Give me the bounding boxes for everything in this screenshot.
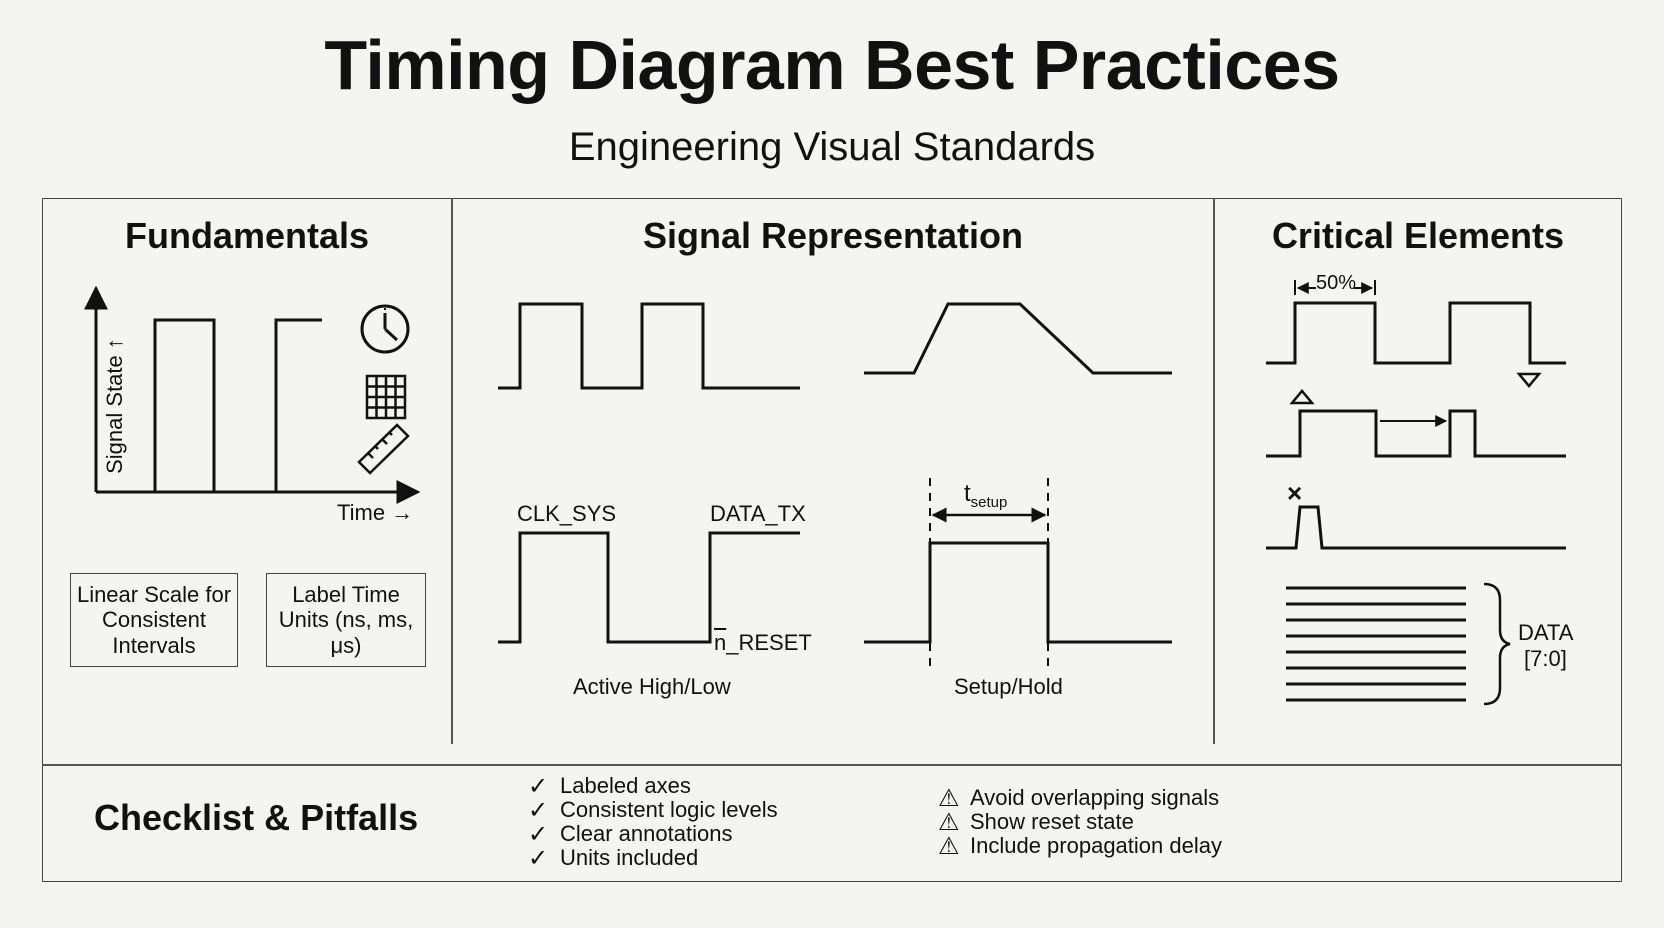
- data-tx-label: DATA_TX: [710, 501, 806, 526]
- check-item-text: Consistent logic levels: [560, 797, 778, 822]
- clock-icon: [360, 304, 410, 354]
- page-title: Timing Diagram Best Practices: [324, 26, 1340, 104]
- fundamentals-waveform: [96, 318, 322, 494]
- ruler-icon: [357, 423, 410, 475]
- x-axis-label: Time →: [337, 500, 414, 525]
- check-icon: ✓: [528, 796, 549, 824]
- check-item: ✓ Clear annotations: [528, 820, 778, 848]
- setup-waveform: [864, 541, 1172, 644]
- tsetup-subscript: setup: [970, 493, 1008, 511]
- duty-cycle-waveform: [1266, 301, 1566, 365]
- column-divider-right: [1213, 198, 1215, 744]
- duty-cycle-markers: [1294, 280, 1376, 295]
- warning-item-text: Show reset state: [970, 809, 1134, 834]
- setup-markers: [929, 478, 1049, 666]
- tsetup-label: tsetup: [964, 482, 1007, 510]
- info-box-time-units-text: Label Time Units (ns, ms, μs): [278, 582, 414, 658]
- column-divider-left: [451, 198, 453, 744]
- checklist-divider: [42, 764, 1622, 766]
- checks-list: ✓ Labeled axes ✓ Consistent logic levels ✓…: [528, 772, 778, 872]
- y-axis-label: Signal State ↑: [101, 338, 127, 474]
- bus-lines: [1286, 586, 1466, 702]
- grid-icon: [365, 374, 407, 420]
- falling-edge-triangle: [1516, 372, 1542, 388]
- reset-label-overbar: n: [714, 630, 727, 655]
- content-board: [42, 198, 1622, 882]
- tsetup-main: t: [964, 480, 971, 507]
- warning-item-text: Avoid overlapping signals: [970, 785, 1220, 810]
- slew-waveform: [864, 302, 1172, 375]
- info-box-time-units: Label Time Units (ns, ms, μs): [266, 573, 426, 667]
- propagation-waveform: [1266, 409, 1566, 458]
- rising-edge-triangle: [1289, 389, 1315, 405]
- info-box-linear-scale-text: Linear Scale for Consistent Intervals: [76, 582, 232, 658]
- bus-label-line2: [7:0]: [1524, 646, 1567, 671]
- warning-icon: ⚠: [938, 808, 960, 836]
- check-icon: ✓: [528, 772, 549, 800]
- bus-brace: [1483, 582, 1511, 706]
- clk-sys-label: CLK_SYS: [517, 501, 617, 526]
- check-icon: ✓: [528, 820, 549, 848]
- check-item: ✓ Labeled axes: [528, 772, 778, 800]
- glitch-mark: ×: [1287, 478, 1303, 508]
- check-item-text: Clear annotations: [560, 821, 733, 846]
- section-heading-signal-representation: Signal Representation: [642, 215, 1024, 256]
- reset-label: n_RESET: [714, 632, 812, 654]
- warnings-list: ⚠ Avoid overlapping signals ⚠ Show reset s…: [938, 784, 1222, 860]
- warning-item: ⚠ Show reset state: [938, 808, 1222, 836]
- active-high-low-caption: Active High/Low: [573, 674, 731, 699]
- checklist-heading: Checklist & Pitfalls: [94, 797, 419, 838]
- check-item-text: Labeled axes: [560, 773, 691, 798]
- clock-waveform: [498, 302, 800, 390]
- glitch-waveform: [1266, 505, 1566, 550]
- info-box-linear-scale: Linear Scale for Consistent Intervals: [70, 573, 238, 667]
- section-heading-critical-elements: Critical Elements: [1271, 215, 1565, 256]
- duty-cycle-label: 50%: [1316, 272, 1357, 294]
- warning-item-text: Include propagation delay: [970, 833, 1222, 858]
- bus-label-line1: DATA: [1518, 620, 1574, 645]
- warning-icon: ⚠: [938, 832, 960, 860]
- check-item-text: Units included: [560, 845, 699, 870]
- reset-label-rest: _RESET: [726, 630, 812, 655]
- active-level-waveform: [498, 531, 800, 644]
- check-item: ✓ Consistent logic levels: [528, 796, 778, 824]
- check-icon: ✓: [528, 844, 549, 872]
- page-subtitle: Engineering Visual Standards: [568, 125, 1096, 169]
- setup-hold-caption: Setup/Hold: [954, 674, 1063, 699]
- section-heading-fundamentals: Fundamentals: [124, 215, 370, 256]
- check-item: ✓ Units included: [528, 844, 778, 872]
- warning-item: ⚠ Include propagation delay: [938, 832, 1222, 860]
- warning-icon: ⚠: [938, 784, 960, 812]
- warning-item: ⚠ Avoid overlapping signals: [938, 784, 1222, 812]
